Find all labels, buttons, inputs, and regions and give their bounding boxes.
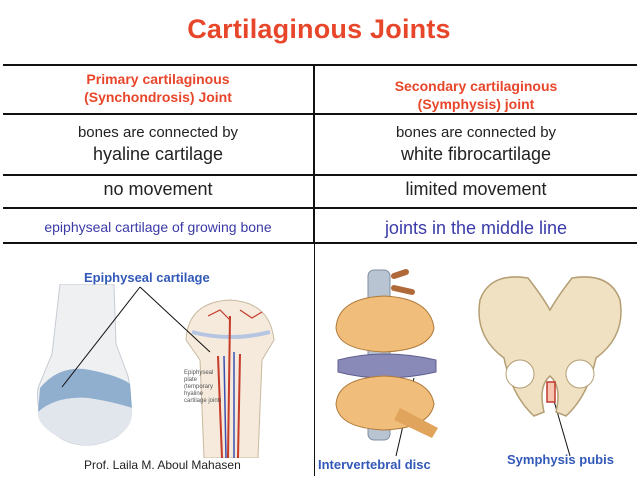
primary-header-line1: Primary cartilaginous [86, 71, 230, 87]
table-border-top [3, 64, 637, 66]
primary-connection: bones are connected by hyaline cartilage [3, 124, 313, 165]
table-border-bottom [3, 242, 637, 244]
primary-header-line2: (Synchondrosis) Joint [84, 88, 232, 105]
table-divider [3, 113, 637, 115]
secondary-example: joints in the middle line [384, 218, 568, 238]
table-divider [3, 207, 637, 209]
primary-header: Primary cartilaginous (Synchondrosis) Jo… [3, 71, 313, 106]
primary-movement: no movement [103, 179, 213, 199]
secondary-connection-line1: bones are connected by [395, 124, 557, 141]
femur-epiphysis-figure [37, 284, 133, 446]
table-column-divider [313, 64, 315, 244]
primary-connection-line1: bones are connected by [77, 124, 239, 141]
primary-example: epiphyseal cartilage of growing bone [44, 219, 272, 235]
author-credit: Prof. Laila M. Aboul Mahasen [84, 458, 241, 472]
page-title: Cartilaginous Joints [187, 14, 451, 44]
secondary-header: Secondary cartilaginous (Symphysis) join… [315, 78, 637, 113]
inset-label: plate [184, 377, 198, 383]
growth-plate-inset-labels: Epiphyseal plate (temporary hyaline cart… [184, 370, 221, 405]
secondary-header-line2: (Symphysis) joint [417, 95, 535, 112]
secondary-movement: limited movement [405, 179, 547, 199]
table-divider [3, 174, 637, 176]
inset-label: Epiphyseal [184, 370, 214, 376]
figure-divider [314, 244, 315, 476]
secondary-header-line1: Secondary cartilaginous [394, 78, 558, 94]
secondary-connection-line2: white fibrocartilage [400, 143, 552, 164]
leader-line [61, 286, 141, 388]
intervertebral-disc-caption: Intervertebral disc [318, 457, 431, 472]
comparison-table: Primary cartilaginous (Synchondrosis) Jo… [3, 64, 637, 244]
intervertebral-disc-figure [335, 269, 438, 441]
leader-line [551, 393, 571, 457]
primary-connection-line2: hyaline cartilage [92, 143, 224, 164]
epiphyseal-cartilage-caption: Epiphyseal cartilage [84, 270, 210, 285]
inset-label: (temporary [184, 384, 214, 390]
pelvis-figure [478, 276, 622, 417]
inset-label: hyaline [184, 391, 204, 397]
inset-label: cartilage joint) [184, 398, 222, 404]
growth-plate-diagram [185, 299, 275, 458]
symphysis-pubis-caption: Symphysis pubis [507, 452, 614, 467]
leader-line [139, 286, 211, 353]
secondary-connection: bones are connected by white fibrocartil… [315, 124, 637, 165]
